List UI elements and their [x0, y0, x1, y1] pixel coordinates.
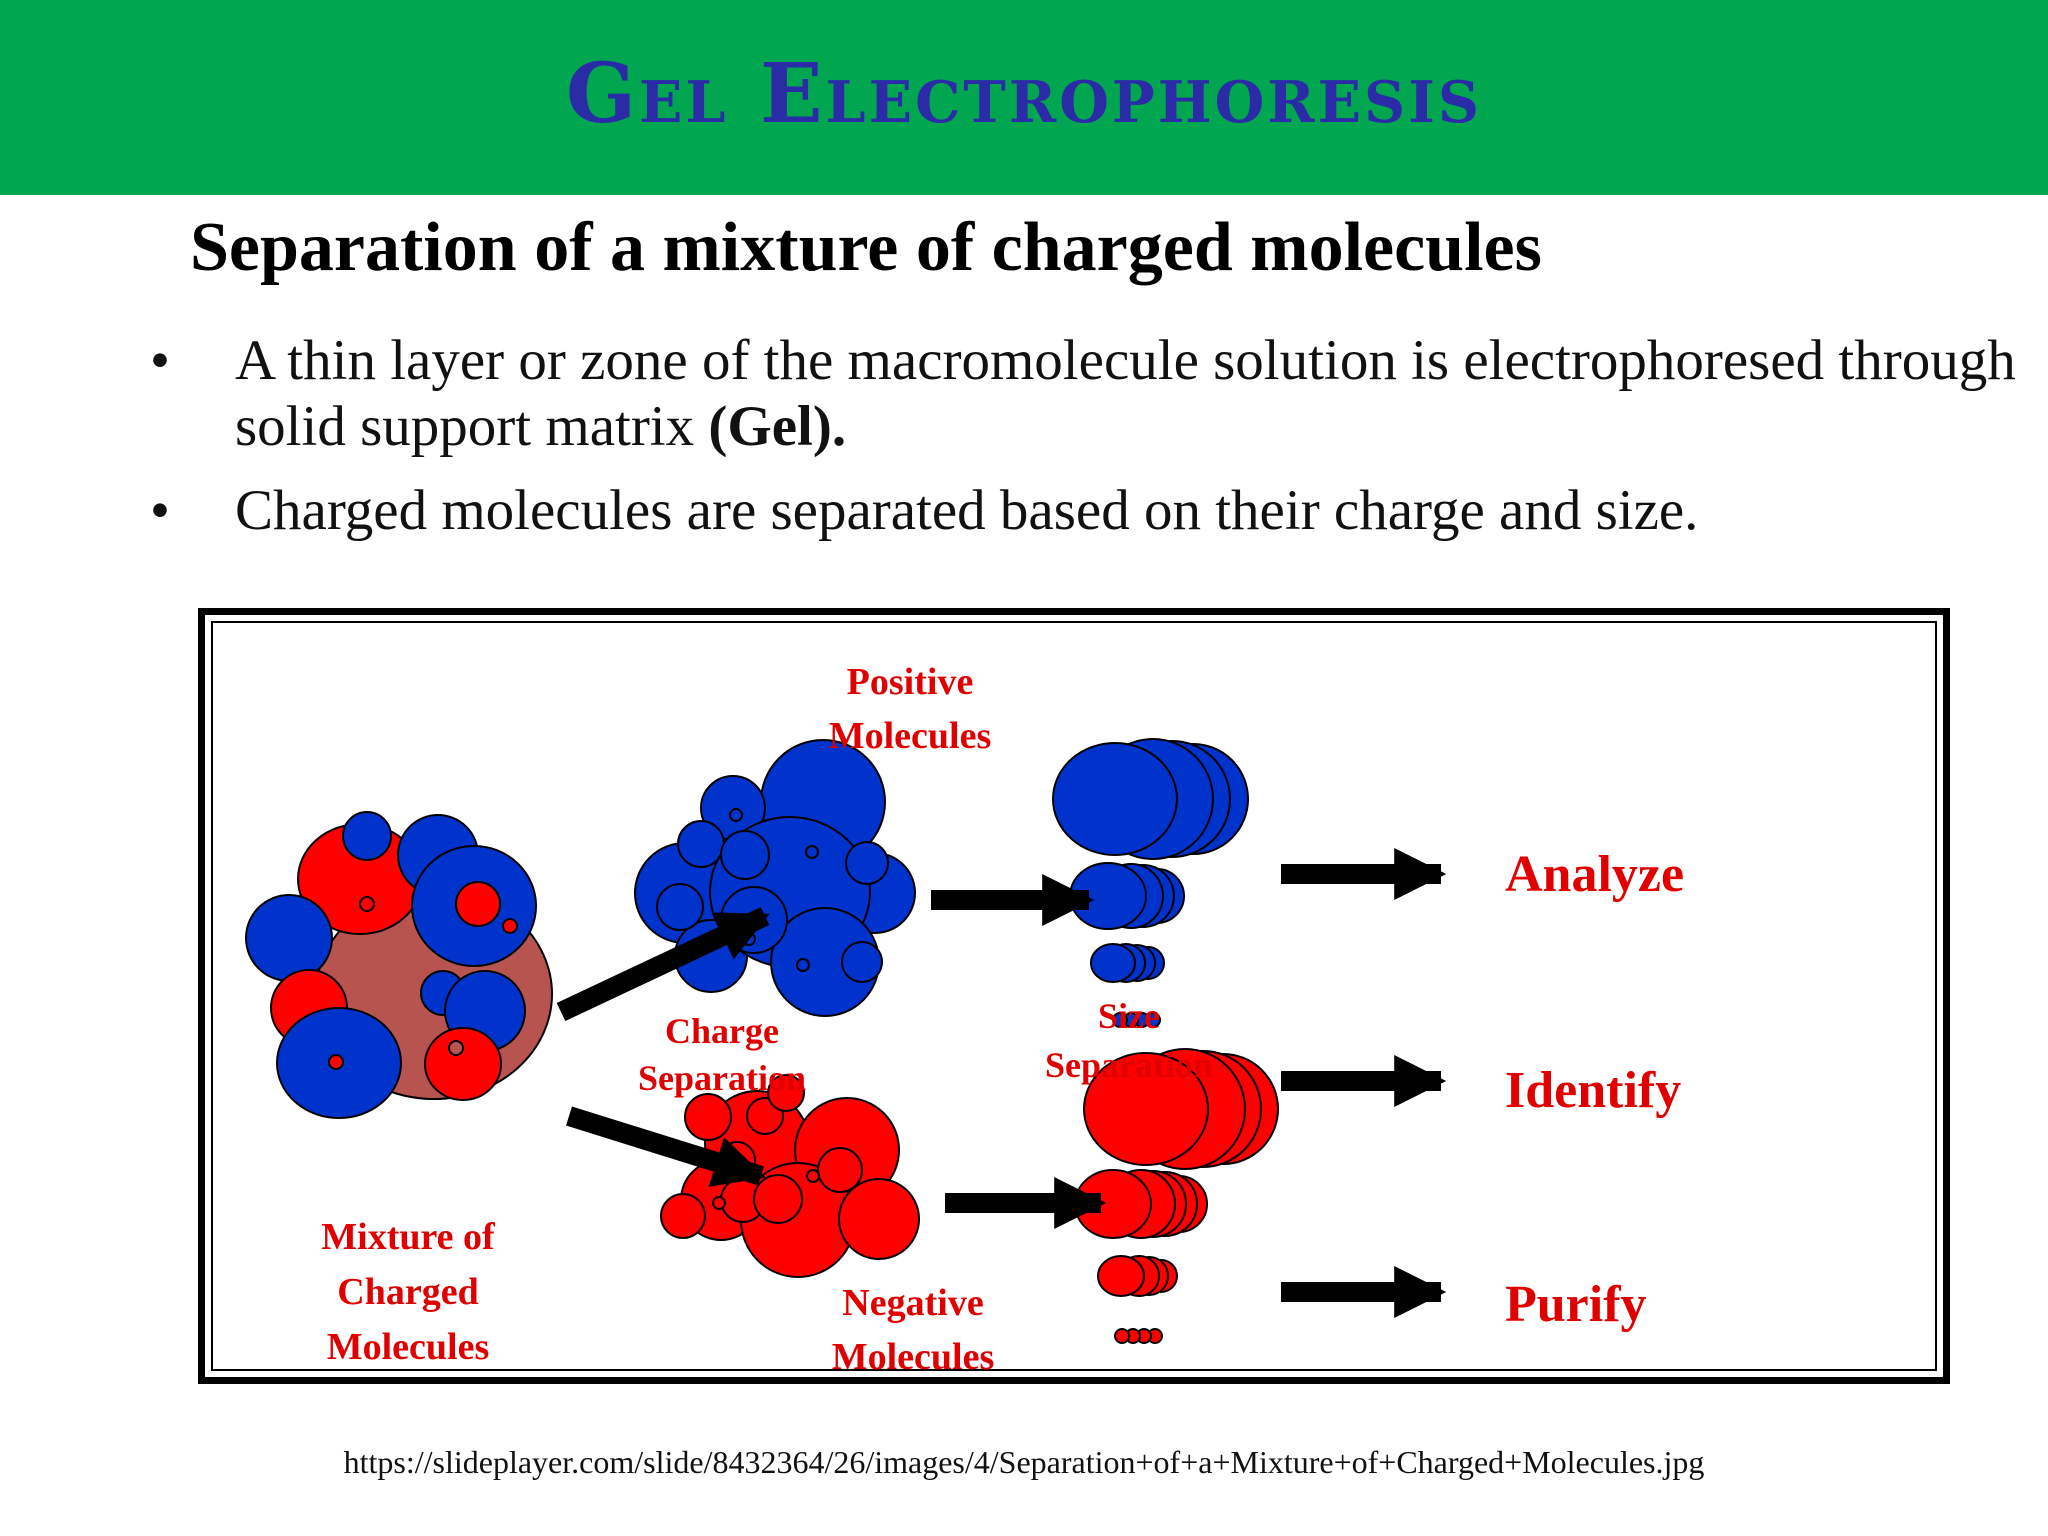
sorted-negative-group [1074, 1048, 1279, 1344]
source-url: https://slideplayer.com/slide/8432364/26… [343, 1444, 1705, 1480]
bullet-glyph: • [150, 479, 170, 542]
negative-cluster [660, 1074, 920, 1278]
subtitle: Separation of a mixture of charged molec… [190, 209, 1542, 286]
page-title: Gel Electrophoresis [565, 46, 1483, 142]
title-bar [0, 0, 2048, 195]
bullet-text-2: Charged molecules are separated based on… [235, 479, 1699, 542]
bullet-list: • A thin layer or zone of the macromolec… [150, 328, 2030, 562]
bullet-bold-1: (Gel). [708, 395, 847, 458]
sorted-positive-group [1052, 738, 1249, 1028]
arrow-to-negative [566, 1106, 766, 1187]
arrow-to-positive [556, 906, 770, 1022]
mixture-cluster [245, 811, 553, 1119]
positive-cluster [634, 739, 916, 1017]
bullet-glyph: • [150, 329, 170, 392]
analyze-label: Analyze [1505, 846, 1684, 903]
identify-label: Identify [1505, 1062, 1681, 1119]
bullet-item-1: • A thin layer or zone of the macromolec… [150, 328, 2030, 460]
bullet-item-2: • Charged molecules are separated based … [150, 478, 2030, 544]
purify-label: Purify [1505, 1276, 1647, 1333]
bullet-text-1: A thin layer or zone of the macromolecul… [235, 329, 2016, 458]
